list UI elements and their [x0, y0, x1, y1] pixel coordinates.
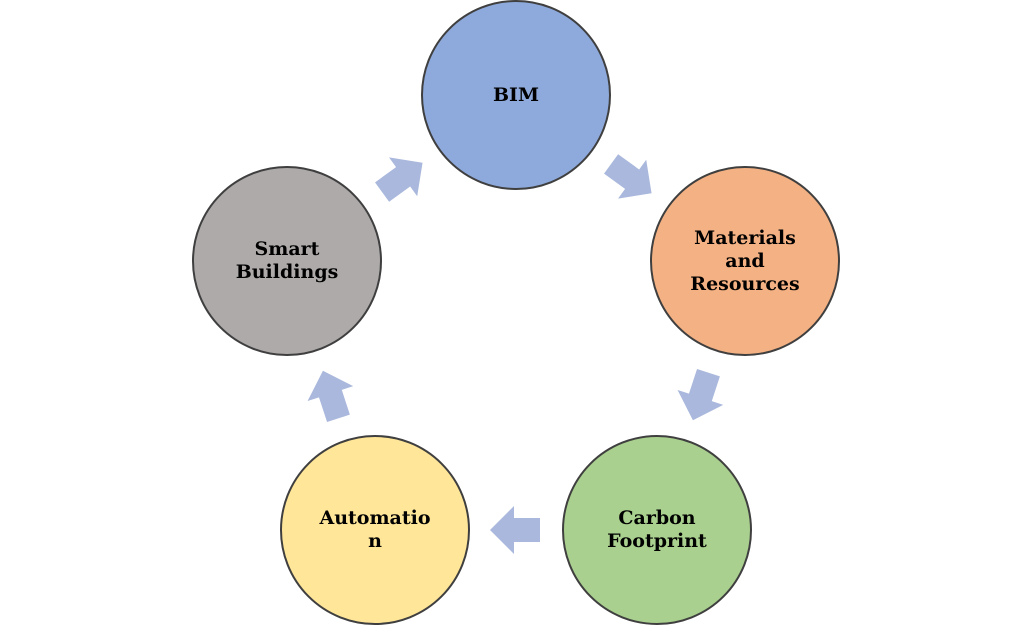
arrow-automation-to-smart	[307, 370, 354, 423]
smart-buildings-circle	[192, 166, 382, 356]
arrow-carbon-to-automation	[490, 506, 540, 554]
arrow-materials-to-carbon	[677, 368, 724, 421]
arrow-bim-to-materials	[604, 154, 652, 199]
bim-circle	[421, 0, 611, 190]
materials-and-resources-circle	[650, 166, 840, 356]
materials-and-resources-label: Materials and Resources	[690, 226, 800, 295]
carbon-footprint-circle	[562, 435, 752, 625]
bim-label: BIM	[493, 83, 539, 106]
arrow-smart-to-bim	[375, 157, 423, 202]
carbon-footprint-label: Carbon Footprint	[607, 507, 707, 552]
automation-label: Automatio n	[319, 507, 431, 552]
automation-circle	[280, 435, 470, 625]
smart-buildings-label: Smart Buildings	[235, 238, 339, 283]
